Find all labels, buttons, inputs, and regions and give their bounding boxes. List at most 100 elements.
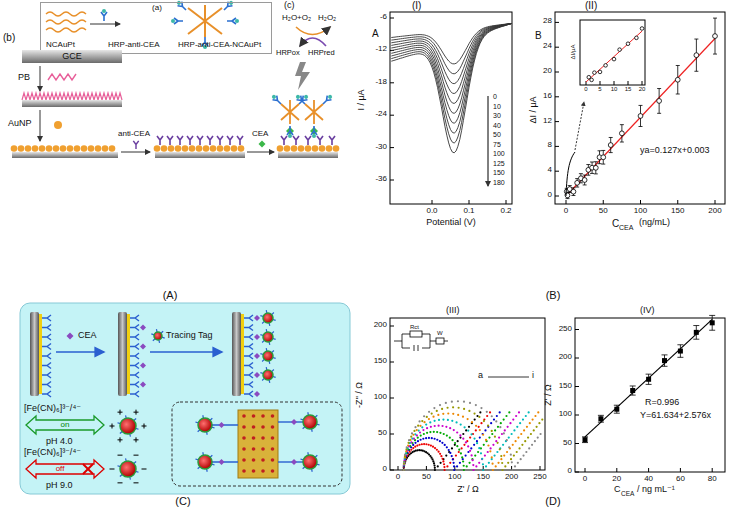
impedance-point	[495, 420, 497, 422]
block-cross	[83, 464, 93, 474]
low-range-curve	[566, 152, 575, 196]
legend-value: 150	[493, 169, 505, 177]
fit-line	[585, 319, 712, 436]
nanoparticle-probe	[198, 418, 212, 432]
antibody-icon	[294, 93, 307, 106]
electrode-rod	[232, 312, 241, 396]
impedance-point	[445, 402, 447, 404]
impedance-point	[411, 432, 413, 434]
impedance-point	[436, 439, 438, 441]
plot-mark	[676, 65, 680, 66]
legend-value: 0	[493, 93, 497, 101]
impedance-point	[431, 458, 433, 460]
data-point	[694, 53, 699, 58]
impedance-point	[525, 451, 527, 453]
capture-antibody	[130, 372, 139, 378]
impedance-point	[421, 426, 423, 428]
impedance-point	[446, 407, 448, 409]
capture-antibody	[42, 363, 51, 369]
plot-mark	[555, 121, 559, 122]
capture-antibody	[42, 391, 51, 397]
impedance-point	[457, 440, 459, 442]
impedance-point	[518, 411, 520, 413]
data-point	[638, 114, 643, 119]
surface-dot	[261, 414, 265, 418]
antigen-diamond	[254, 334, 260, 340]
circuit-warburg	[436, 338, 444, 344]
aunp-layer	[196, 145, 203, 152]
data-point	[571, 189, 576, 194]
aunp-layer	[284, 145, 291, 152]
capture-antibody	[42, 334, 51, 340]
impedance-point	[462, 438, 464, 440]
plot-mark	[694, 39, 698, 40]
surface-dot	[261, 458, 265, 462]
plot-mark	[555, 196, 559, 197]
aunp-layer	[11, 145, 18, 152]
impedance-point	[472, 459, 474, 461]
state-label: off	[56, 465, 65, 474]
axis-tick: 40	[644, 475, 653, 484]
nanoparticle-probe	[303, 415, 317, 429]
capture-antibody	[42, 344, 51, 350]
antibody-icon	[329, 136, 335, 145]
impedance-point	[426, 427, 428, 429]
impedance-point	[462, 460, 464, 462]
impedance-point	[425, 423, 427, 425]
axis-title: Potential (V)	[426, 218, 476, 228]
aunp-layer	[46, 145, 53, 152]
axis-tick: 100	[634, 207, 647, 216]
capture-antibody	[42, 325, 51, 331]
impedance-point	[416, 429, 418, 431]
impedance-point	[418, 420, 420, 422]
impedance-point	[443, 463, 445, 465]
plot-mark	[390, 434, 394, 435]
impedance-point	[426, 432, 428, 434]
surface-dot	[271, 414, 275, 418]
impedance-point	[414, 426, 416, 428]
impedance-point	[439, 404, 441, 406]
plot-mark	[709, 330, 715, 331]
impedance-point	[508, 446, 510, 448]
plot-mark	[579, 173, 583, 174]
impedance-point	[441, 408, 443, 410]
impedance-point	[491, 415, 493, 417]
panel-letter: (b)	[3, 32, 15, 43]
impedance-point	[527, 437, 529, 439]
aunp-layer	[175, 145, 182, 152]
impedance-point	[446, 446, 448, 448]
impedance-point	[437, 451, 439, 453]
impedance-point	[500, 422, 502, 424]
electrode-bar: GCE	[22, 50, 122, 63]
capture-antibody	[130, 325, 139, 331]
plot-mark	[713, 54, 717, 55]
impedance-point	[421, 420, 423, 422]
charge-sign	[112, 424, 113, 429]
axis-tick: 0.0	[426, 207, 437, 216]
antibody-icon	[237, 136, 243, 145]
impedance-point	[484, 455, 486, 457]
axis-tick: 250	[533, 473, 546, 482]
surface-dot	[261, 436, 265, 440]
impedance-point	[460, 452, 462, 454]
axis-title: CEA	[621, 490, 634, 497]
aunp-layer	[305, 145, 312, 152]
impedance-point	[440, 455, 442, 457]
data-point	[640, 27, 644, 31]
block-cross	[83, 464, 93, 474]
impedance-point	[491, 433, 493, 435]
plot-mark	[693, 339, 699, 340]
axis-tick: 0	[383, 465, 387, 474]
impedance-point	[431, 437, 433, 439]
impedance-point	[501, 469, 503, 471]
nanoparticle-probe	[120, 418, 136, 434]
antibody-icon	[157, 136, 163, 145]
plot-mark	[614, 405, 620, 406]
axis-title: CEA	[619, 224, 633, 232]
antibody-icon	[317, 136, 323, 145]
impedance-point	[466, 465, 468, 467]
impedance-point	[471, 458, 473, 460]
chem-label: [Fe(CN)₆]³⁻/⁴⁻	[24, 448, 81, 458]
plot-mark	[614, 413, 620, 414]
